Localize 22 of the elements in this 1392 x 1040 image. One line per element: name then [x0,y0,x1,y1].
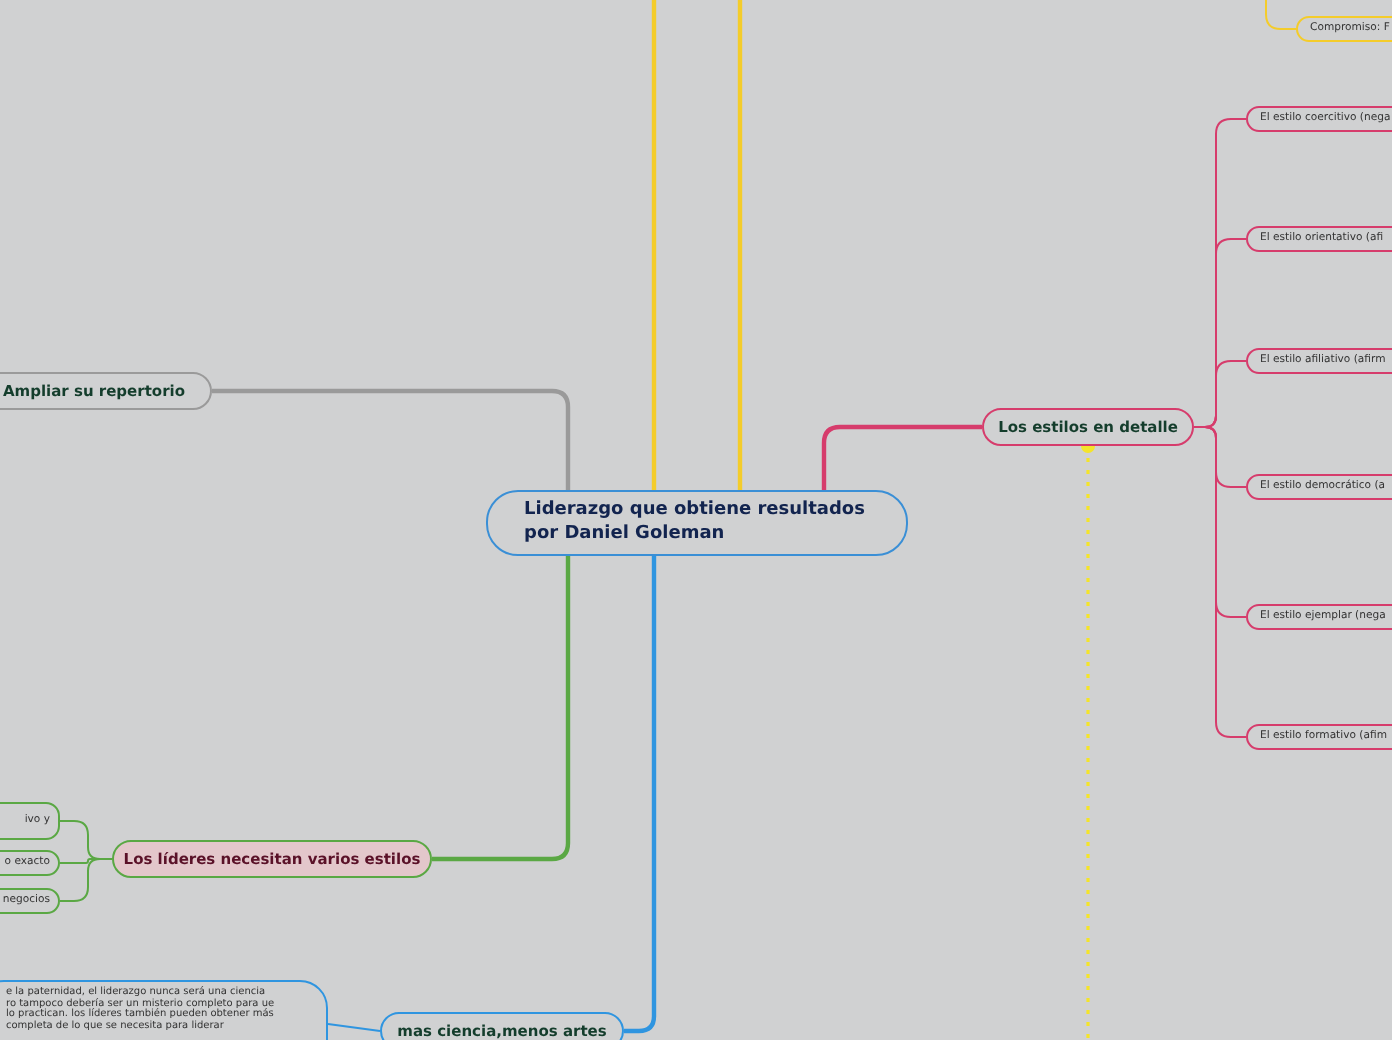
connector-line [737,0,743,490]
connector-line [1265,0,1297,30]
connector-line [432,556,571,862]
connector-line [59,858,113,902]
central-topic [486,490,908,556]
connector-line [1193,426,1247,738]
connector-line [212,388,571,490]
connector-line [821,424,982,490]
connector-line [651,0,657,490]
topic-pill [0,372,212,410]
subtopic-pill [1246,474,1392,500]
subtopic-pill [1246,106,1392,132]
topic-pill [380,1012,624,1040]
subtopic-pill [1246,724,1392,750]
subtopic-pill [1246,226,1392,252]
topic-text: Liderazgo que obtiene resultados por Daniel Goleman [524,500,867,546]
connector-line [327,1023,381,1032]
subtopic-pill [1296,16,1392,42]
topic-pill [112,840,432,878]
topic-pill [982,408,1194,446]
subtopic-pill [1246,348,1392,374]
subtopic-pill [1246,604,1392,630]
